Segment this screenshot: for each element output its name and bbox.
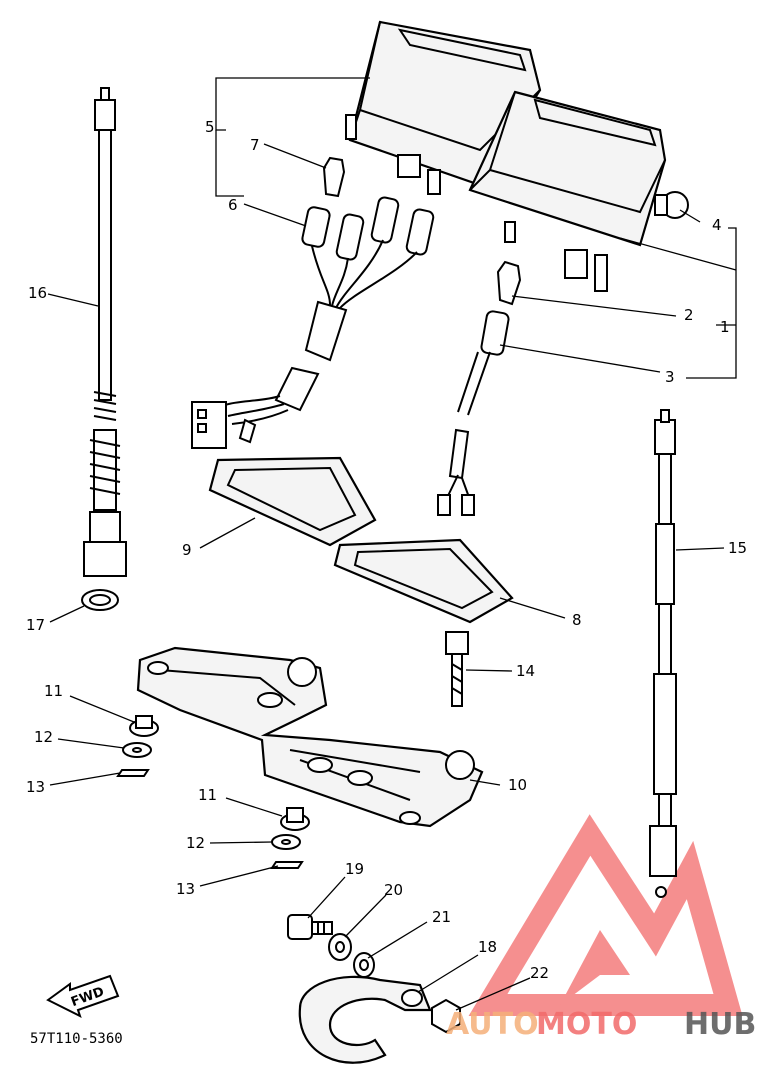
callout-2: 2 <box>684 306 694 324</box>
callout-21: 21 <box>432 908 451 926</box>
cushion-9 <box>208 456 377 547</box>
wire-harness-6 <box>191 196 435 449</box>
watermark-logo <box>468 814 743 1016</box>
clip-13-upper <box>116 769 150 777</box>
callout-14: 14 <box>516 662 535 680</box>
wire-3 <box>437 310 510 516</box>
washer-12-lower <box>271 834 301 850</box>
cable-16 <box>83 87 127 577</box>
callout-3: 3 <box>665 368 675 386</box>
grommet-11-upper <box>129 715 159 737</box>
callout-22: 22 <box>530 964 549 982</box>
callout-1: 1 <box>720 318 730 336</box>
washer-12-upper <box>122 742 152 758</box>
callout-10: 10 <box>508 776 527 794</box>
bolt-14 <box>445 631 469 707</box>
callout-4: 4 <box>712 216 722 234</box>
callout-15: 15 <box>728 539 747 557</box>
callout-17: 17 <box>26 616 45 634</box>
cable-15 <box>649 409 677 898</box>
cushion-8 <box>333 538 514 624</box>
callout-12-upper: 12 <box>34 728 53 746</box>
clip-13-lower <box>270 861 304 869</box>
bolt-19 <box>287 914 333 940</box>
callout-16: 16 <box>28 284 47 302</box>
leader-lines <box>47 77 737 1011</box>
watermark-hub: HUB <box>684 1007 756 1042</box>
bulb-2 <box>496 260 522 306</box>
callout-7: 7 <box>250 136 260 154</box>
grommet-11-lower <box>280 807 310 831</box>
callout-20: 20 <box>384 881 403 899</box>
callout-18: 18 <box>478 938 497 956</box>
fwd-arrow: FWD <box>46 974 120 1018</box>
washer-20 <box>328 933 352 961</box>
callout-11-upper: 11 <box>44 682 63 700</box>
callout-5: 5 <box>205 118 215 136</box>
callout-9: 9 <box>182 541 192 559</box>
watermark-moto: MOTO <box>536 1007 637 1042</box>
nut-22 <box>431 998 461 1034</box>
bulb-7 <box>322 156 346 198</box>
meter-assembly-right <box>468 90 689 292</box>
diagram-code: 57T110-5360 <box>30 1031 123 1047</box>
clamp-18 <box>298 975 432 1064</box>
watermark-auto: AUTO <box>446 1007 539 1042</box>
callout-8: 8 <box>572 611 582 629</box>
callout-12-lower: 12 <box>186 834 205 852</box>
callout-13-lower: 13 <box>176 880 195 898</box>
watermark-text: AUTO MOTO HUB <box>446 1007 756 1042</box>
bracket-10 <box>136 646 484 828</box>
callout-11-lower: 11 <box>198 786 217 804</box>
callout-13-upper: 13 <box>26 778 45 796</box>
callout-19: 19 <box>345 860 364 878</box>
damper-17 <box>81 589 119 611</box>
callout-6: 6 <box>228 196 238 214</box>
callout-labels: 1 2 3 4 5 6 7 8 9 10 11 11 12 12 13 13 1… <box>26 118 747 982</box>
